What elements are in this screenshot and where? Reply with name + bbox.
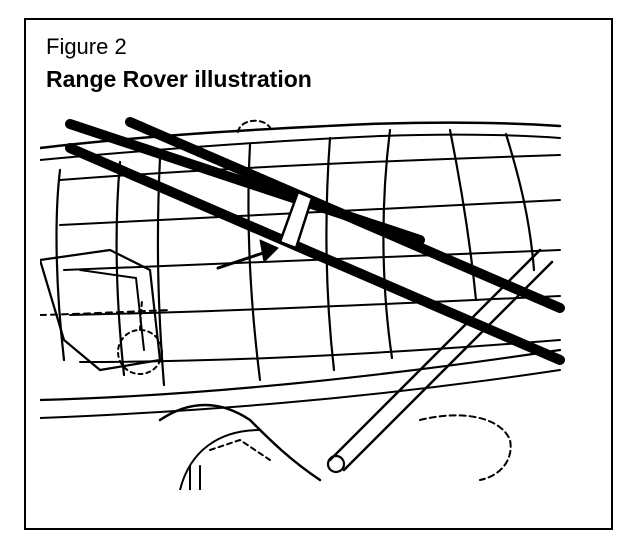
rib-6 bbox=[382, 128, 394, 360]
mesh-row-5 bbox=[79, 339, 561, 363]
rib-2 bbox=[115, 160, 126, 377]
thick-bar-middle bbox=[125, 117, 565, 313]
figure-number: Figure 2 bbox=[46, 34, 127, 59]
mesh-row-2 bbox=[59, 199, 561, 226]
structure-top-edge bbox=[40, 121, 562, 150]
lower-dashed bbox=[209, 439, 271, 461]
lower-pipe bbox=[158, 403, 322, 482]
lower-pipe-2 bbox=[179, 429, 261, 490]
lower-edge-2 bbox=[40, 369, 561, 419]
left-bracket-inner bbox=[79, 269, 145, 351]
pointer-arrow-head bbox=[259, 239, 279, 263]
pointer-arrow-shaft bbox=[216, 250, 268, 270]
rod-end bbox=[326, 454, 346, 474]
thick-bar-bottom bbox=[65, 143, 565, 365]
mesh-row-1 bbox=[59, 154, 561, 181]
diagonal-rod-edge-2 bbox=[342, 260, 554, 472]
bar-clip bbox=[278, 190, 314, 250]
mesh-row-4 bbox=[69, 295, 561, 316]
range-rover-illustration bbox=[40, 117, 565, 490]
rib-5 bbox=[325, 136, 336, 372]
mesh-row-3 bbox=[63, 249, 561, 271]
rib-8 bbox=[504, 132, 536, 272]
circular-fitting bbox=[117, 329, 163, 375]
fitting-neck bbox=[139, 299, 143, 331]
lower-edge-1 bbox=[40, 348, 562, 402]
left-dashed-line bbox=[40, 309, 171, 316]
rib-1 bbox=[55, 168, 66, 362]
lower-right-hose bbox=[419, 414, 512, 481]
rib-7 bbox=[448, 128, 478, 302]
figure-title: Range Rover illustration bbox=[46, 66, 312, 92]
lower-left-tab bbox=[189, 465, 201, 490]
